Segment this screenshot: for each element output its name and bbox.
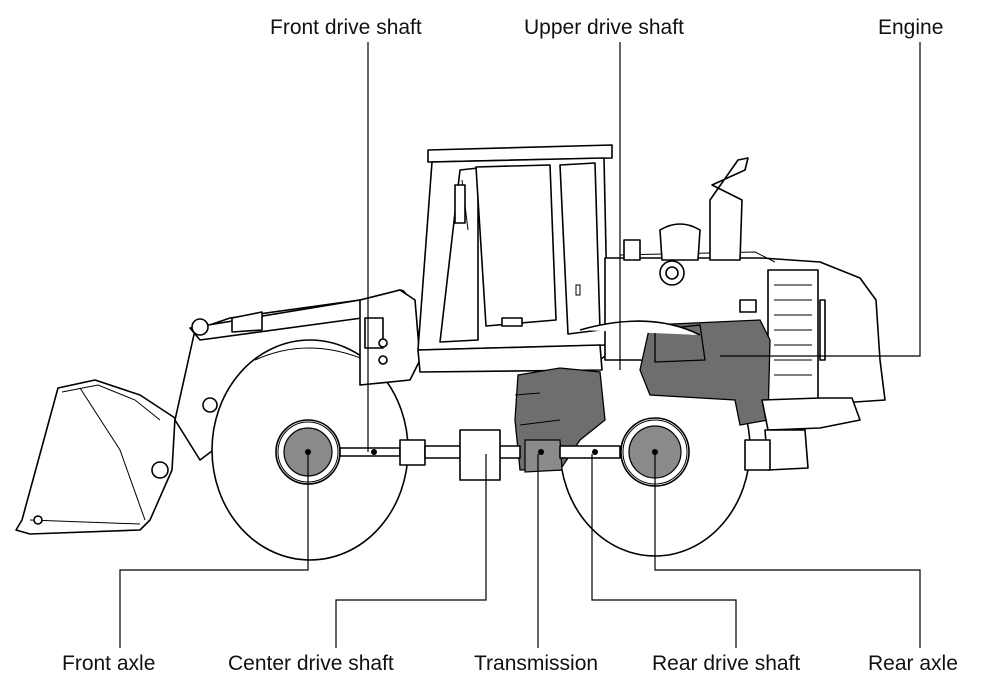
leader-lines <box>119 42 921 648</box>
leader-front-axle <box>119 454 309 648</box>
front-wheel <box>211 339 409 561</box>
label-rear-axle: Rear axle <box>868 652 958 675</box>
label-upper-drive-shaft: Upper drive shaft <box>524 16 684 39</box>
transmission <box>514 367 606 473</box>
front-frame <box>359 289 421 386</box>
label-front-axle: Front axle <box>62 652 156 675</box>
leader-engine <box>720 42 921 357</box>
leader-rear-axle <box>654 454 921 648</box>
cab <box>417 144 613 373</box>
rear-frame <box>744 397 861 471</box>
leader-rear-drive-shaft <box>591 454 737 648</box>
label-front-drive-shaft: Front drive shaft <box>270 16 422 39</box>
drive-line <box>339 429 621 481</box>
label-rear-drive-shaft: Rear drive shaft <box>652 652 801 675</box>
engine-block <box>579 319 771 426</box>
exhaust-stack <box>623 157 749 286</box>
bucket <box>15 379 176 535</box>
label-engine: Engine <box>878 16 944 39</box>
leader-center-drive-shaft <box>335 454 487 648</box>
label-center-drive-shaft: Center drive shaft <box>228 652 394 675</box>
label-transmission: Transmission <box>474 652 599 675</box>
